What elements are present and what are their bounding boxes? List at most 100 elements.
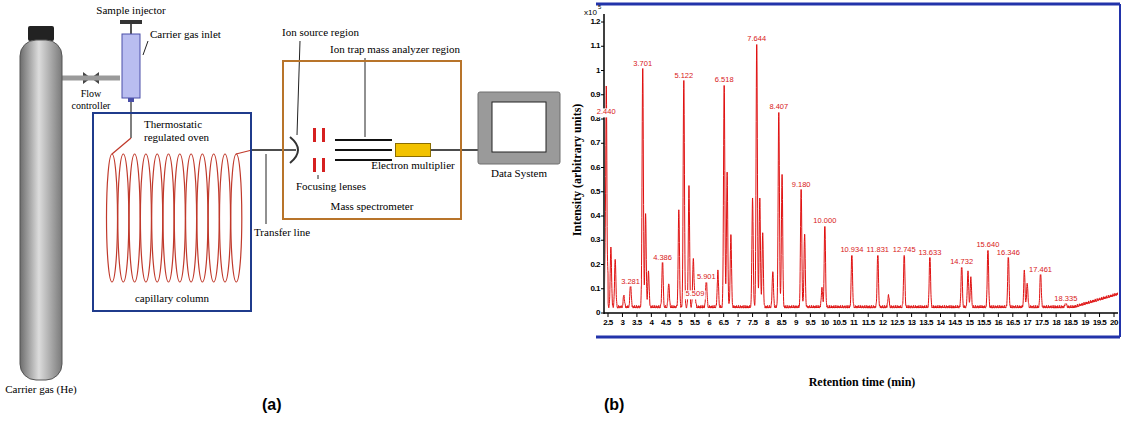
leader-line xyxy=(365,58,366,137)
box-label: Mass spectrometer xyxy=(331,200,414,213)
peak-label: 17.461 xyxy=(1028,266,1053,275)
x-tick xyxy=(622,313,623,317)
peak-label: 3.281 xyxy=(620,278,641,287)
x-tick xyxy=(1012,313,1013,317)
x-tick xyxy=(1027,313,1028,317)
electron-multiplier: Electron multiplier xyxy=(395,143,431,157)
callout-label: Ion trap mass analyzer region xyxy=(330,43,460,56)
x-tick xyxy=(767,313,768,317)
y-tick-label: 0.3 xyxy=(590,236,600,245)
column-coil xyxy=(140,154,151,282)
x-tick xyxy=(926,313,927,317)
peak-label: 10.000 xyxy=(812,218,837,227)
sample-injector: Sample injector xyxy=(120,20,142,102)
box-label: capillary column xyxy=(135,292,209,305)
axis-title: Intensity (arbitrary units) xyxy=(571,104,585,237)
column-coil xyxy=(220,154,231,282)
box-label: Data System xyxy=(491,167,547,180)
signal-cable xyxy=(431,149,478,151)
column-coil xyxy=(174,154,185,282)
y-tick xyxy=(601,288,604,289)
cylinder-body xyxy=(20,40,62,380)
peak-label: 7.644 xyxy=(746,36,767,45)
y-tick-label: 1 xyxy=(596,66,600,75)
y-tick-label: 1.2 xyxy=(590,17,600,26)
x-tick-label: 2.5 xyxy=(603,318,613,327)
y-tick xyxy=(601,119,604,120)
y-tick-label: 0.4 xyxy=(590,211,600,220)
focusing-lens xyxy=(313,158,316,172)
x-tick xyxy=(911,313,912,317)
x-tick xyxy=(723,313,724,317)
syringe-barrel xyxy=(122,34,140,98)
peak-label: 14.732 xyxy=(949,259,974,268)
x-tick-label: 5 xyxy=(678,318,682,327)
peak-label: 5.509 xyxy=(685,290,706,299)
chromatogram-trace xyxy=(605,41,1118,308)
gas-pipe xyxy=(62,76,120,81)
gas-cylinder: Carrier gas (He) xyxy=(20,40,62,380)
plunger-head xyxy=(120,20,142,24)
peak-label: 13.633 xyxy=(917,249,942,258)
peak-label: 16.346 xyxy=(996,249,1021,258)
y-axis xyxy=(603,14,605,314)
column-inlet xyxy=(112,138,131,154)
x-tick-label: 11.5 xyxy=(862,318,875,327)
column-coil xyxy=(152,154,163,282)
oven-box: Thermostatic regulated oven capillary col… xyxy=(92,112,252,312)
y-tick xyxy=(601,191,604,192)
x-tick-label: 11 xyxy=(850,318,857,327)
x-tick xyxy=(868,313,869,317)
x-tick-label: 13.5 xyxy=(919,318,933,327)
callout-label: Transfer line xyxy=(254,226,310,239)
column-outlet xyxy=(236,150,252,154)
x-tick xyxy=(680,313,681,317)
sample-injector-outline xyxy=(120,20,142,102)
mass-spectrometer-box: Mass spectrometer Electron multiplier xyxy=(282,60,462,220)
x-tick-label: 8 xyxy=(765,318,769,327)
edge-label: Flow controller xyxy=(63,88,119,111)
y-tick xyxy=(601,167,604,168)
peak-label: 3.701 xyxy=(632,60,653,69)
x-tick xyxy=(1056,313,1057,317)
column-coil xyxy=(129,154,140,282)
x-tick xyxy=(824,313,825,317)
x-tick xyxy=(738,313,739,317)
box-heading: Thermostatic regulated oven xyxy=(144,118,244,143)
peak-label: 6.518 xyxy=(714,77,735,86)
focusing-lens xyxy=(322,128,325,142)
x-tick-label: 16 xyxy=(994,318,1002,327)
peak-label: 8.407 xyxy=(768,104,789,113)
monitor-screen xyxy=(492,102,546,152)
box-label: Sample injector xyxy=(96,4,165,17)
x-tick-label: 18 xyxy=(1052,318,1060,327)
x-tick xyxy=(839,313,840,317)
y-tick xyxy=(601,46,604,47)
peak-label: 11.831 xyxy=(866,247,890,256)
x-tick-label: 6 xyxy=(707,318,711,327)
x-tick xyxy=(998,313,999,317)
x-tick xyxy=(853,313,854,317)
y-tick-label: 0.2 xyxy=(590,260,600,269)
x-tick xyxy=(897,313,898,317)
y-tick-label: 1.1 xyxy=(590,42,600,51)
x-tick xyxy=(983,313,984,317)
x-axis xyxy=(604,312,1118,314)
y-tick xyxy=(601,143,604,144)
chart-frame xyxy=(1119,4,1121,337)
leader-line xyxy=(318,175,319,179)
chart-frame xyxy=(596,3,1120,6)
x-tick xyxy=(1085,313,1086,317)
x-tick-label: 20 xyxy=(1110,318,1118,327)
transfer-line xyxy=(252,149,282,151)
x-tick xyxy=(1041,313,1042,317)
peak-label: 5.901 xyxy=(696,273,717,282)
x-tick xyxy=(1070,313,1071,317)
x-tick-label: 8.5 xyxy=(777,318,787,327)
callout-label: Carrier gas inlet xyxy=(150,28,221,41)
x-tick xyxy=(954,313,955,317)
x-tick-label: 9.5 xyxy=(806,318,816,327)
x-tick xyxy=(882,313,883,317)
